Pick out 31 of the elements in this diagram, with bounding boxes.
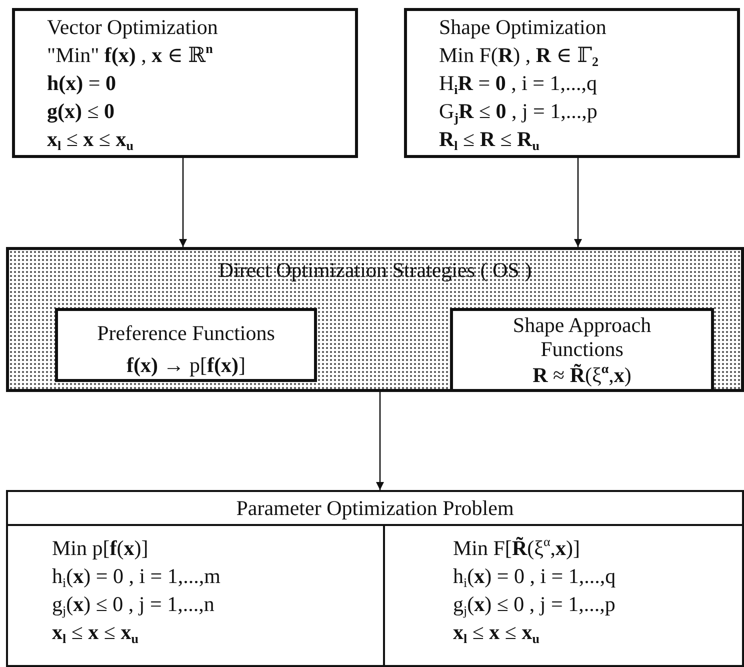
problem-table [6, 490, 744, 667]
problem-box [404, 8, 740, 158]
problem-box [12, 8, 358, 158]
formula: g$_{j}$(x) ≤ 0 , j = 1,...,n [52, 591, 216, 618]
formula: h(x) = 0 [47, 70, 118, 97]
formula: R ≈ R̃(ξ$^{α}$,x) [532, 361, 632, 389]
formula: g(x) ≤ 0 [47, 98, 116, 125]
formula: H$_{i}$R = 0 , i = 1,...,q [439, 70, 598, 97]
formula: x$_{l}$ ≤ x ≤ x$_{u}$ [52, 619, 140, 646]
formula: G$_{j}$R ≤ 0 , j = 1,...,p [439, 98, 598, 125]
formula: R$_{l}$ ≤ R ≤ R$_{u}$ [439, 126, 540, 153]
function-box [55, 308, 317, 382]
formula: "Min" f(x) , x ∈ ℝ$^{n}$ [47, 41, 214, 69]
heading: Shape Optimization [439, 14, 608, 41]
arrow [179, 158, 187, 247]
formula: g$_{j}$(x) ≤ 0 , j = 1,...,p [453, 591, 616, 618]
function-box [450, 308, 714, 392]
heading: Vector Optimization [47, 14, 219, 41]
heading: Preference Functions [96, 320, 276, 347]
formula: f(x) → p[f(x)] [126, 352, 246, 379]
strategy-band [6, 247, 744, 392]
arrow [574, 158, 582, 247]
formula: Min F(R) , R ∈ ℾ$_{2}$ [439, 42, 600, 69]
formula: x$_{l}$ ≤ x ≤ x$_{u}$ [453, 619, 540, 646]
heading: Direct Optimization Strategies ( OS ) [218, 257, 532, 284]
heading: Min p[f(x)] [52, 535, 150, 562]
formula: x$_{l}$ ≤ x ≤ x$_{u}$ [47, 126, 134, 153]
formula: h$_{i}$(x) = 0 , i = 1,...,q [453, 563, 617, 590]
heading: Min F[R̃(ξ$^{α}$,x)] [453, 534, 582, 562]
formula: h$_{i}$(x) = 0 , i = 1,...,m [52, 563, 222, 590]
arrow [376, 392, 384, 490]
